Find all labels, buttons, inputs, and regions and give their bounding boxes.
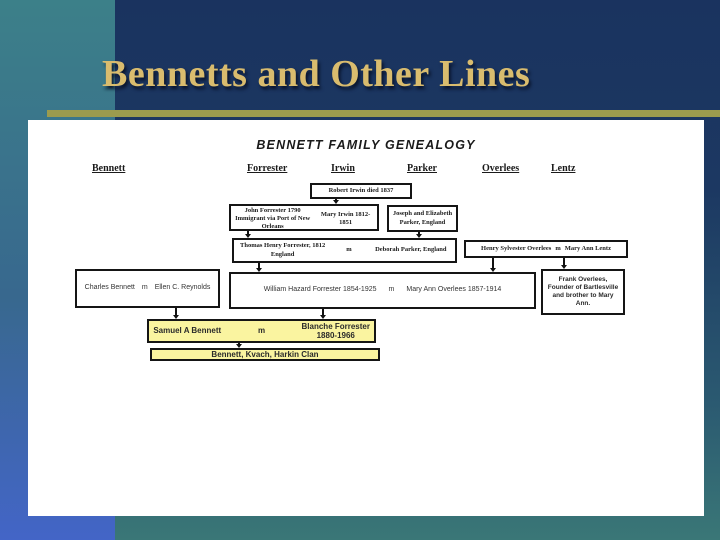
marriage-m: m <box>346 246 352 254</box>
column-header-overlees: Overlees <box>482 163 520 174</box>
box-charles-bennett-ellen-reynolds: Charles Bennett m Ellen C. Reynolds <box>75 269 220 308</box>
marriage-m: m <box>388 286 395 294</box>
title-underline-bar <box>47 110 720 117</box>
column-header-forrester: Forrester <box>247 163 288 174</box>
clan-label: Bennett, Kvach, Harkin Clan <box>211 349 319 359</box>
connector-arrow <box>333 199 339 204</box>
box-joseph-elizabeth-parker: Joseph and Elizabeth Parker, England <box>387 205 458 232</box>
connector-arrow <box>561 258 567 269</box>
spouse-label: Charles Bennett <box>84 284 135 292</box>
connector-arrow <box>256 263 262 272</box>
spouse-label: Thomas Henry Forrester, 1812 England <box>240 242 326 258</box>
spouse-label: Ellen C. Reynolds <box>154 284 211 292</box>
spouse-label: Mary Ann Lentz <box>564 244 611 252</box>
box-samuel-bennett-blanche-forrester: Samuel A Bennett m Blanche Forrester 188… <box>147 319 376 343</box>
box-frank-overlees: Frank Overlees, Founder of Bartlesville … <box>541 269 625 315</box>
marriage-m: m <box>555 244 561 252</box>
chart-title: BENNETT FAMILY GENEALOGY <box>256 138 476 152</box>
spouse-label: William Hazard Forrester 1854-1925 <box>263 286 377 294</box>
column-header-irwin: Irwin <box>331 163 355 174</box>
connector-arrow <box>173 308 179 319</box>
person-label: Frank Overlees, Founder of Bartlesville … <box>547 275 619 308</box>
box-bennett-kvach-harkin-clan: Bennett, Kvach, Harkin Clan <box>150 348 380 361</box>
column-header-bennett: Bennett <box>92 163 126 174</box>
box-robert-irwin: Robert Irwin died 1837 <box>310 183 412 199</box>
spouse-label: John Forrester 1790 Immigrant via Port o… <box>235 207 311 231</box>
spouse-label: Mary Irwin 1812-1851 <box>320 211 371 227</box>
box-henry-overlees-mary-lentz: Henry Sylvester Overlees m Mary Ann Lent… <box>464 240 628 258</box>
connector-arrow <box>490 258 496 272</box>
marriage-m: m <box>141 284 148 292</box>
marriage-m: m <box>257 326 266 336</box>
connector-arrow <box>236 343 242 348</box>
spouse-label: Deborah Parker, England <box>375 246 447 254</box>
spouse-label: Blanche Forrester 1880-1966 <box>301 321 370 340</box>
person-label: Joseph and Elizabeth Parker, England <box>392 210 453 226</box>
spouse-label: Henry Sylvester Overlees <box>481 244 552 252</box>
slide-title: Bennetts and Other Lines <box>102 53 531 95</box>
column-header-parker: Parker <box>407 163 437 174</box>
spouse-label: Samuel A Bennett <box>153 326 222 336</box>
connector-arrow <box>320 309 326 319</box>
box-john-forrester-mary-irwin: John Forrester 1790 Immigrant via Port o… <box>229 204 379 231</box>
box-thomas-forrester-deborah-parker: Thomas Henry Forrester, 1812 England m D… <box>232 238 457 263</box>
spouse-label: Mary Ann Overlees 1857-1914 <box>406 286 502 294</box>
connector-arrow <box>416 232 422 238</box>
person-label: Robert Irwin died 1837 <box>328 186 394 194</box>
genealogy-chart: BENNETT FAMILY GENEALOGY Bennett Forrest… <box>28 120 704 516</box>
connector-arrow <box>245 231 251 238</box>
column-header-lentz: Lentz <box>551 163 576 174</box>
box-william-forrester-mary-overlees: William Hazard Forrester 1854-1925 m Mar… <box>229 272 536 309</box>
